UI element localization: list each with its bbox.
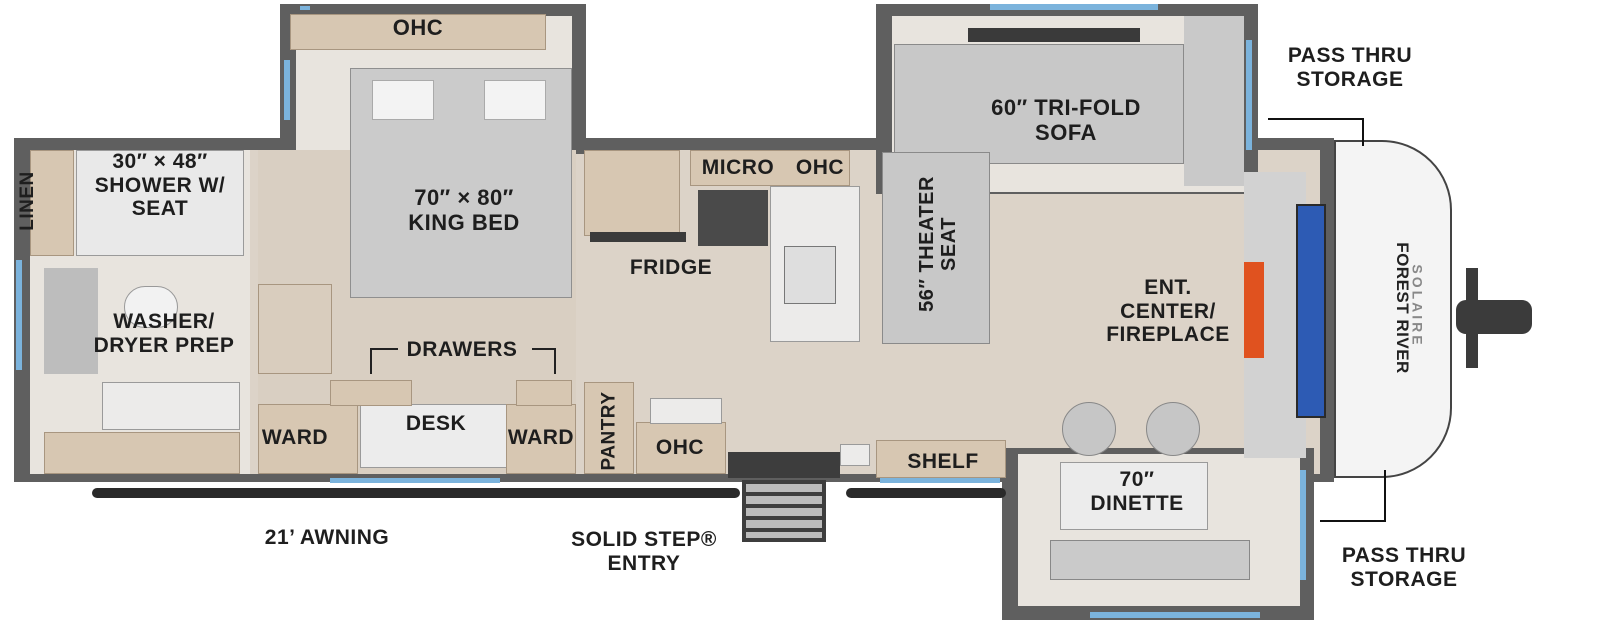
label-theater: 56″ THEATER SEAT (915, 176, 960, 312)
label-desk: DESK (405, 412, 467, 435)
hitch-arm (1466, 268, 1478, 368)
window-dinette-right (1300, 470, 1306, 580)
label-washer: WASHER/ DRYER PREP (93, 310, 235, 357)
shower (76, 150, 244, 256)
pass-thru-top-bracket (1268, 118, 1364, 146)
fridge-door (590, 232, 686, 242)
dinette-chair-left (1062, 402, 1116, 456)
dinette-chair-right (1146, 402, 1200, 456)
pass-thru-bottom-bracket (1320, 470, 1386, 522)
entry-step (742, 480, 826, 542)
label-awning: 21’ AWNING (264, 526, 390, 549)
label-micro: MICRO (701, 156, 775, 179)
label-pantry: PANTRY (598, 391, 620, 471)
label-pass-thru-top: PASS THRU STORAGE (1287, 44, 1413, 91)
bath-vanity (44, 432, 240, 474)
pantry-ohc (636, 422, 726, 474)
washer-dryer-area (44, 268, 98, 374)
label-shower: 30″ × 48″ SHOWER W/ SEAT (94, 150, 226, 221)
label-ohc-pantry: OHC (655, 436, 705, 459)
pillow-left (372, 80, 434, 120)
fridge (584, 150, 680, 236)
window-dinette (1090, 612, 1260, 618)
living-side-panel (1184, 16, 1244, 186)
shelf (876, 440, 1006, 478)
label-sofa: 60″ TRI-FOLD SOFA (991, 95, 1141, 145)
toilet (124, 286, 178, 328)
linen-cabinet (30, 150, 74, 256)
model-logo-text: SOLAIRE (1409, 264, 1426, 348)
window-living-right (1246, 40, 1252, 150)
theater-seat (882, 152, 990, 344)
kitchen-sink (784, 246, 836, 304)
tri-fold-sofa (894, 44, 1184, 164)
drawer-left (330, 380, 412, 406)
label-pass-thru-bottom: PASS THRU STORAGE (1341, 544, 1467, 591)
dinette-table (1060, 462, 1208, 530)
stove (698, 190, 768, 246)
window-rear (16, 260, 22, 370)
window-bottom-shelf (880, 478, 1000, 483)
drawers-arrow-left (370, 348, 398, 374)
bedroom-ohc (290, 14, 546, 50)
awning-bar (92, 488, 740, 498)
pantry-cabinet (584, 382, 634, 474)
window-bedroom-left (284, 60, 290, 120)
sofa-side-panel (968, 28, 1140, 42)
entry-door (728, 452, 840, 478)
label-shelf: SHELF (907, 450, 979, 473)
drawers-arrow-right (532, 348, 556, 374)
label-drawers: DRAWERS (406, 338, 518, 361)
label-ent-center: ENT. CENTER/ FIREPLACE (1106, 276, 1230, 347)
label-linen: LINEN (16, 171, 38, 231)
window-bedroom-top (300, 6, 310, 10)
ward-right (506, 404, 576, 474)
label-fridge: FRIDGE (629, 256, 713, 279)
micro-ohc-cabinet (690, 150, 850, 186)
dinette-bench (1050, 540, 1250, 580)
bath-sink (102, 382, 240, 430)
bedroom-side-cabinet (258, 284, 332, 374)
front-cap (1334, 140, 1452, 478)
small-cabinet (840, 444, 870, 466)
label-ward-right: WARD (507, 426, 575, 449)
pantry-counter (650, 398, 722, 424)
label-king-bed: 70″ × 80″ KING BED (408, 185, 520, 235)
drawer-right (516, 380, 572, 406)
awning-bar-right (846, 488, 1006, 498)
tv (1296, 204, 1326, 418)
fireplace (1244, 262, 1264, 358)
desk (360, 404, 510, 468)
label-entry: SOLID STEP® ENTRY (571, 528, 717, 575)
ward-left (258, 404, 358, 474)
pillow-right (484, 80, 546, 120)
label-ward-left: WARD (261, 426, 329, 449)
window-living-top (990, 4, 1158, 10)
label-ohc-bedroom: OHC (392, 15, 444, 40)
label-dinette: 70″ DINETTE (1090, 468, 1184, 515)
label-ohc-kitchen: OHC (795, 156, 845, 179)
window-bottom-left (330, 478, 500, 483)
